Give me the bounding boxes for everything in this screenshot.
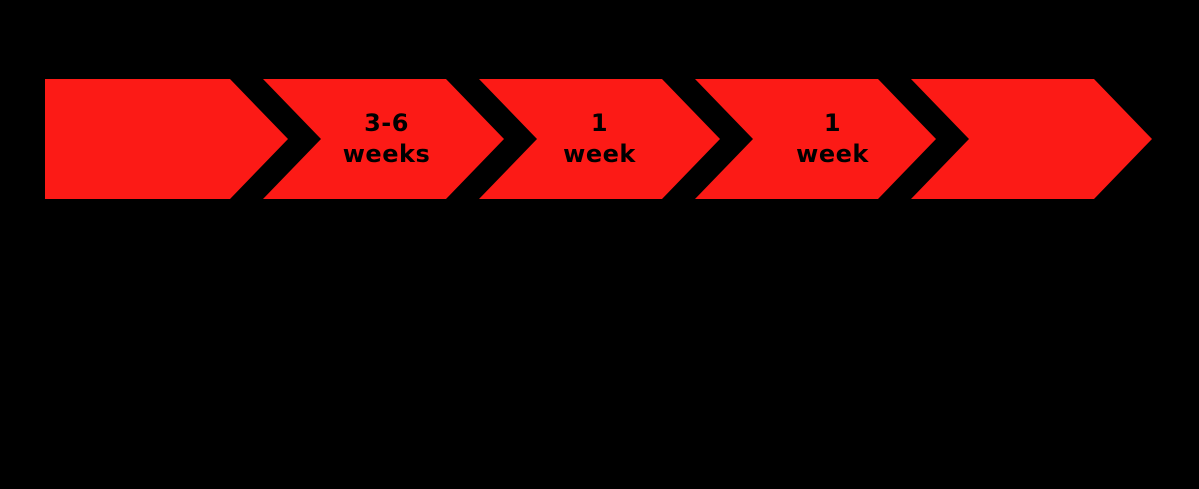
step-duration-4-line1: 1 [823,109,842,137]
chevron-step-5 [911,79,1152,199]
chevron-step-1 [45,79,288,199]
step-duration-2-line2: weeks [342,140,431,168]
step-duration-3-line1: 1 [590,109,609,137]
chevron-step-4: 1 week [695,79,936,199]
step-duration-4: 1 week [796,108,869,170]
chevron-step-2: 3-6 weeks [263,79,504,199]
step-duration-2-line1: 3-6 [364,109,409,137]
step-duration-3: 1 week [563,108,636,170]
step-duration-2: 3-6 weeks [343,108,430,170]
step-duration-3-line2: week [563,140,636,168]
step-duration-4-line2: week [796,140,869,168]
chevron-step-3: 1 week [479,79,720,199]
